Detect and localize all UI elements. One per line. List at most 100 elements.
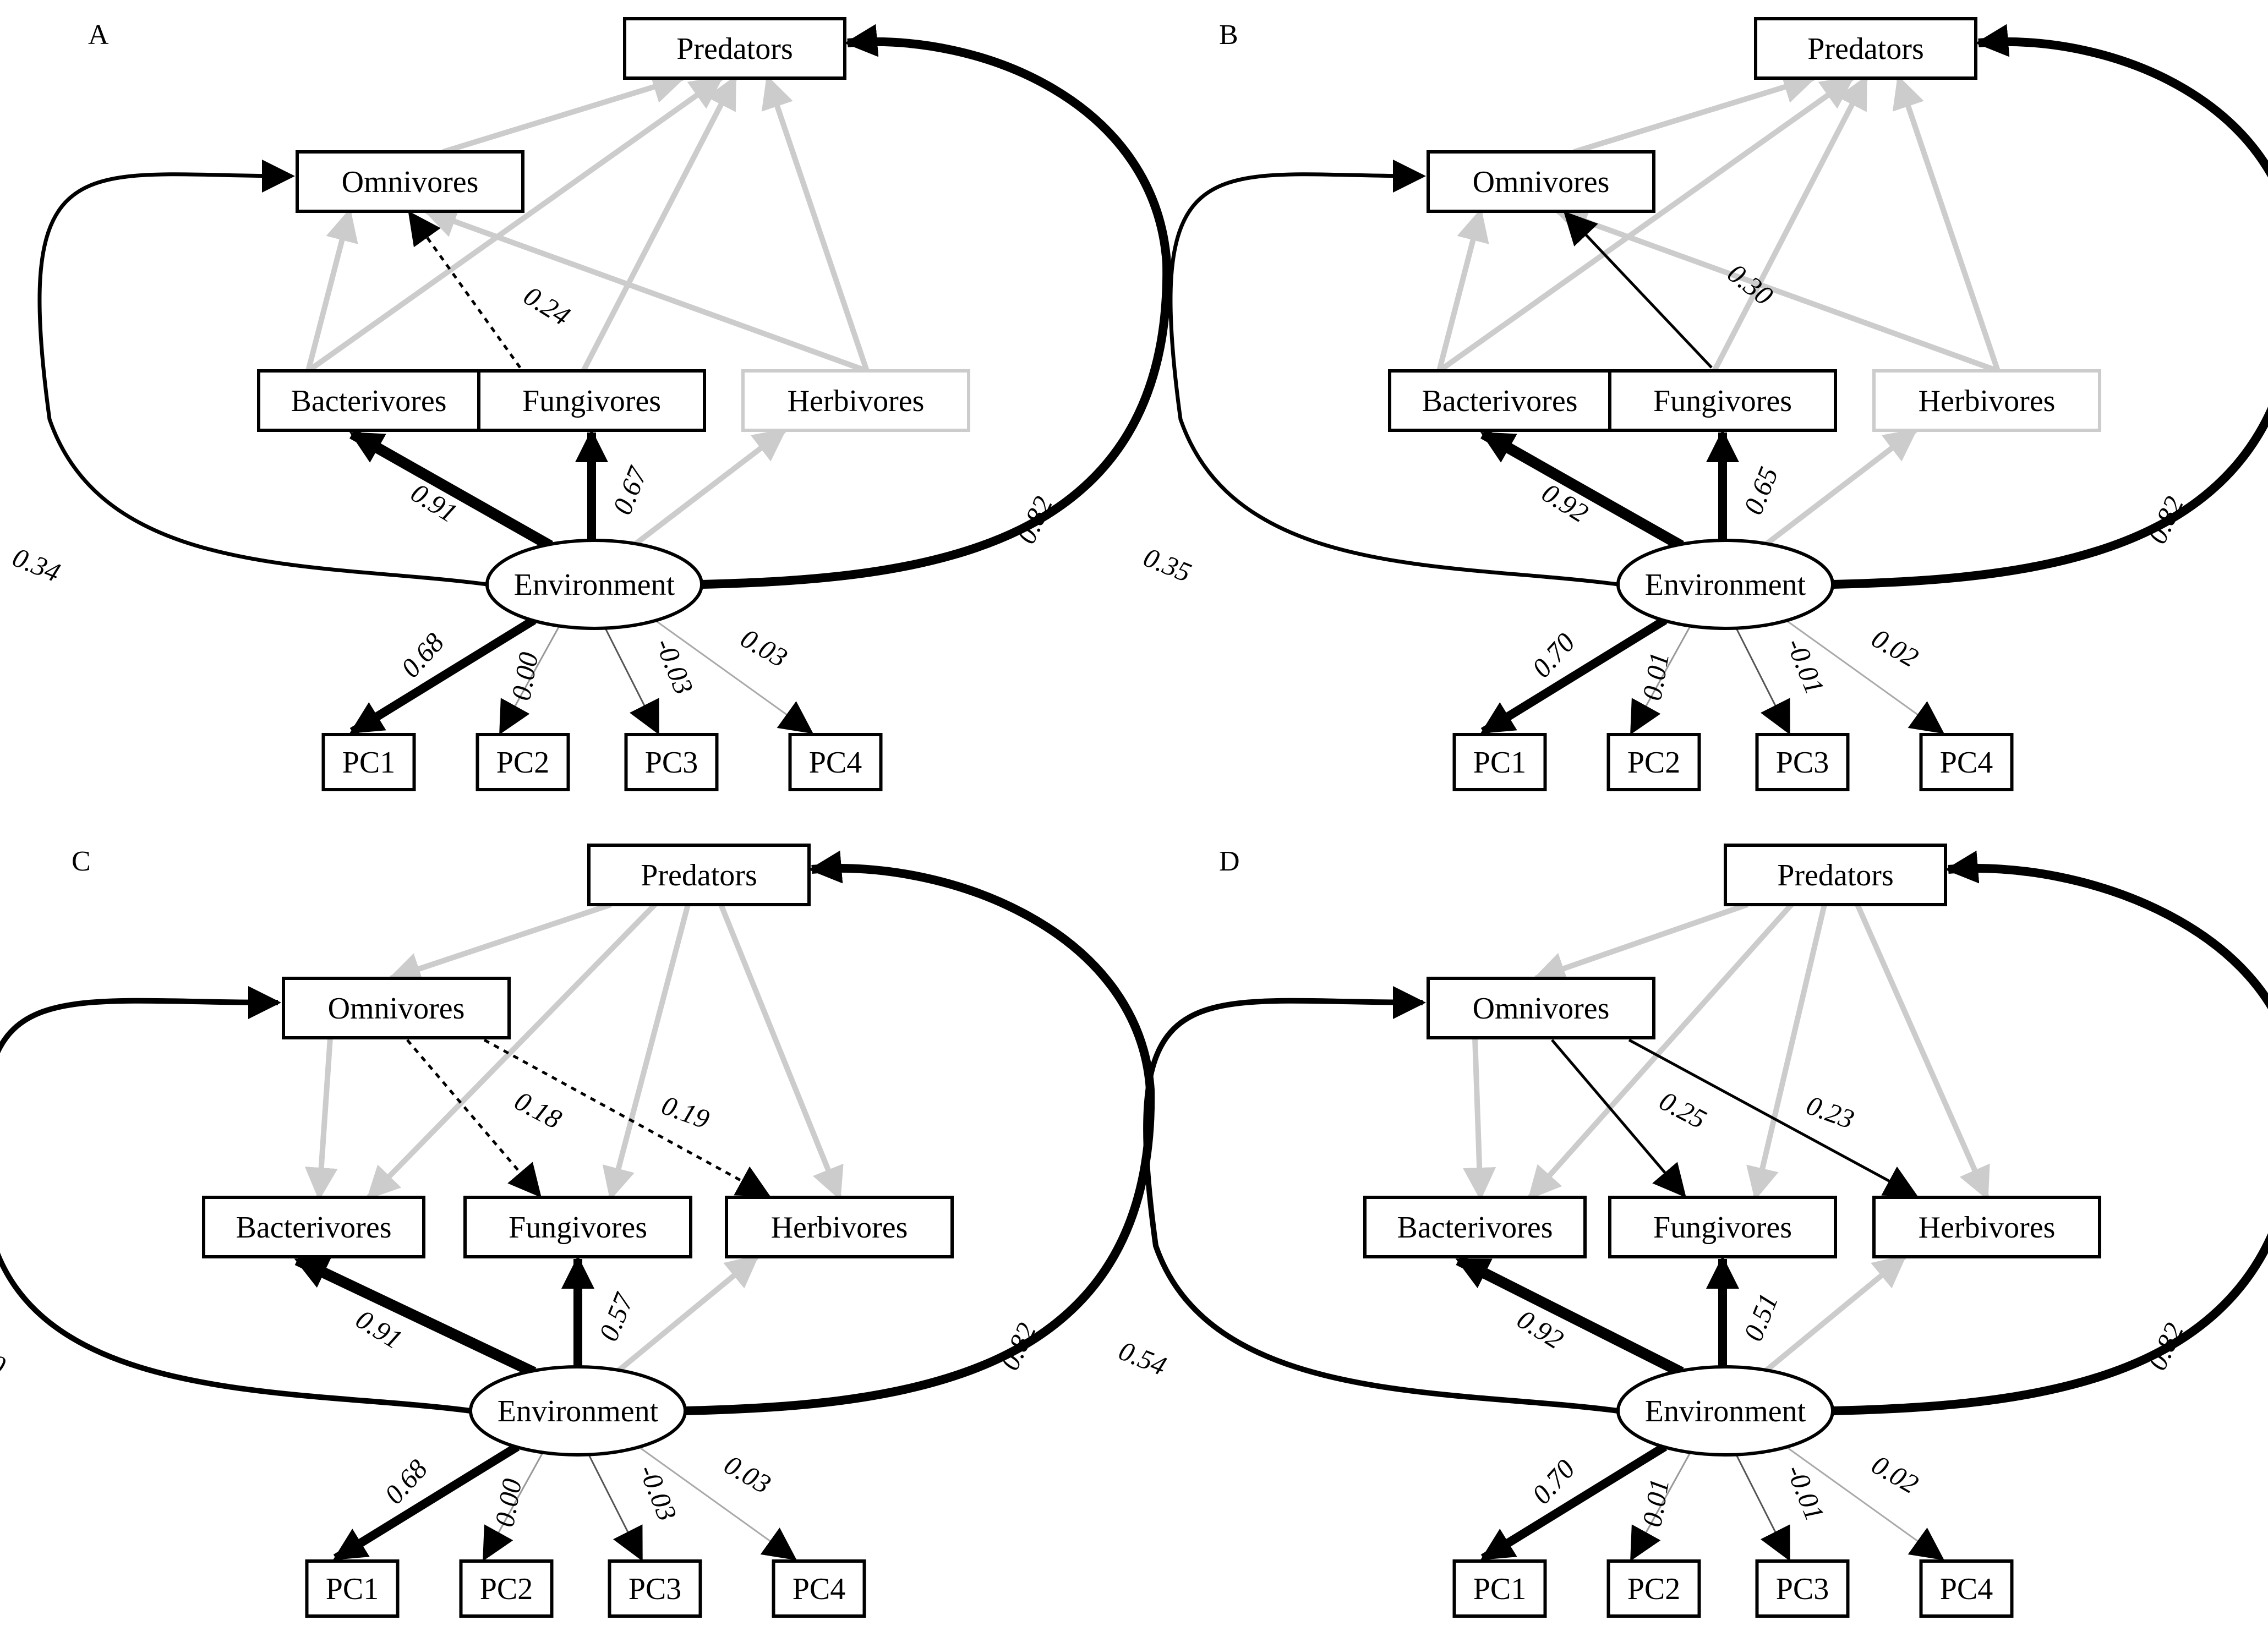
gray-path-arrow	[1855, 903, 1990, 1201]
node-predators-label: Predators	[1807, 32, 1924, 66]
gray-path-arrow	[1463, 1037, 1496, 1201]
node-environment-label: Environment	[1645, 568, 1806, 602]
coef-environment-pc2: 0.00	[489, 1476, 527, 1529]
path-omnivores-herbivores	[1628, 1038, 1919, 1197]
coef-omnivores-fungivores: 0.25	[1654, 1085, 1712, 1135]
node-pc2-box	[476, 733, 570, 791]
gray-path-arrow	[304, 1037, 338, 1201]
gray-path-arrow	[387, 902, 612, 985]
coef-environment-pc4: 0.02	[1867, 622, 1924, 673]
path-environment-pc4	[1785, 1446, 1944, 1561]
node-pc1-label: PC1	[1473, 1572, 1527, 1606]
coef-omnivores-fungivores: 0.18	[510, 1085, 567, 1135]
gray-path-arrow	[602, 904, 691, 1201]
coef-fungivores-omnivores: 0.24	[518, 280, 576, 332]
node-omnivores-label: Omnivores	[1473, 992, 1610, 1026]
node-pc3-label: PC3	[629, 1572, 682, 1606]
node-pc3-label: PC3	[1776, 1572, 1829, 1606]
node-herbivores-label: Herbivores	[1919, 384, 2056, 418]
path-environment-omnivores	[1143, 986, 1619, 1414]
coef-environment-pc4: 0.03	[736, 622, 793, 673]
node-herbivores-box	[741, 369, 970, 432]
node-pc4-box	[788, 733, 883, 791]
node-fungivores-label: Fungivores	[1653, 384, 1792, 418]
coef-environment-omnivores: 0.34	[8, 541, 64, 588]
gray-path-arrow	[1892, 75, 2001, 372]
coef-environment-bacterivores: 0.91	[406, 477, 463, 529]
path-environment-bacterivores	[1455, 1255, 1684, 1377]
path-environment-pc3	[1735, 1454, 1790, 1562]
node-bacterivores-box	[1388, 369, 1611, 432]
gray-path-arrow	[1746, 904, 1827, 1201]
node-environment-ellipse	[469, 1365, 687, 1457]
node-pc4-box	[772, 1559, 866, 1618]
coef-environment-predators: 0.82	[2141, 491, 2190, 548]
gray-path-arrow	[631, 428, 787, 548]
coef-omnivores-herbivores: 0.23	[1802, 1089, 1858, 1135]
node-omnivores-label: Omnivores	[1473, 165, 1610, 199]
node-fungivores-box	[1608, 1196, 1837, 1258]
panel-letter: B	[1219, 19, 1238, 51]
node-pc4-label: PC4	[793, 1572, 846, 1606]
path-environment-pc1	[332, 1443, 520, 1562]
node-bacterivores-label: Bacterivores	[1422, 384, 1578, 418]
node-pc2-label: PC2	[1627, 1572, 1681, 1606]
path-environment-pc4	[654, 619, 813, 734]
node-pc4-label: PC4	[809, 746, 862, 780]
node-pc1-box	[321, 733, 416, 791]
path-environment-pc1	[1480, 616, 1668, 736]
path-environment-omnivores	[37, 159, 488, 587]
node-bacterivores-box	[1363, 1196, 1587, 1258]
coef-environment-pc4: 0.03	[719, 1449, 777, 1499]
gray-path-arrow	[423, 206, 868, 374]
node-pc2-box	[1606, 1559, 1701, 1618]
node-predators-label: Predators	[1777, 858, 1894, 893]
coef-omnivores-herbivores: 0.19	[658, 1089, 713, 1135]
path-environment-pc1	[1480, 1443, 1668, 1562]
coef-environment-predators: 0.82	[1010, 491, 1059, 548]
node-pc2-label: PC2	[496, 746, 550, 780]
node-pc3-box	[1755, 1559, 1850, 1618]
path-environment-predators	[701, 24, 1172, 589]
node-fungivores-box	[477, 369, 706, 432]
coef-environment-fungivores: 0.67	[606, 462, 653, 519]
node-pc1-label: PC1	[342, 746, 396, 780]
node-omnivores-box	[1427, 977, 1655, 1039]
panel-letter: D	[1219, 846, 1240, 877]
node-herbivores-box	[1872, 1196, 2101, 1258]
node-pc1-box	[305, 1559, 400, 1618]
node-pc4-box	[1919, 733, 2014, 791]
node-fungivores-box	[1608, 369, 1837, 432]
node-fungivores-label: Fungivores	[1653, 1211, 1792, 1245]
coef-environment-omnivores: 0.50	[0, 1335, 9, 1382]
path-environment-pc3	[1735, 628, 1790, 735]
node-predators-box	[1724, 844, 1947, 906]
path-environment-pc1	[349, 616, 537, 736]
node-pc3-label: PC3	[1776, 746, 1829, 780]
path-environment-omnivores	[0, 986, 471, 1414]
node-pc4-box	[1919, 1559, 2014, 1618]
path-environment-predators	[685, 850, 1155, 1415]
node-pc2-box	[1606, 733, 1701, 791]
node-predators-label: Predators	[641, 858, 757, 893]
coef-environment-fungivores: 0.57	[593, 1288, 640, 1345]
node-herbivores-box	[1872, 369, 2101, 432]
node-bacterivores-label: Bacterivores	[236, 1211, 392, 1245]
path-omnivores-fungivores	[406, 1039, 542, 1198]
node-herbivores-label: Herbivores	[788, 384, 925, 418]
node-pc3-box	[1755, 733, 1850, 791]
node-pc4-label: PC4	[1940, 1572, 1993, 1606]
node-pc1-label: PC1	[326, 1572, 379, 1606]
node-herbivores-box	[725, 1196, 954, 1258]
path-environment-bacterivores	[1480, 429, 1684, 551]
path-environment-predators	[1832, 24, 2268, 589]
coef-environment-pc3: -0.03	[633, 1460, 683, 1525]
node-environment-label: Environment	[1645, 1394, 1806, 1428]
path-environment-bacterivores	[294, 1255, 537, 1378]
gray-path-arrow	[442, 71, 686, 155]
gray-path-arrow	[1532, 902, 1748, 984]
node-omnivores-label: Omnivores	[342, 165, 479, 199]
node-herbivores-label: Herbivores	[771, 1211, 908, 1245]
